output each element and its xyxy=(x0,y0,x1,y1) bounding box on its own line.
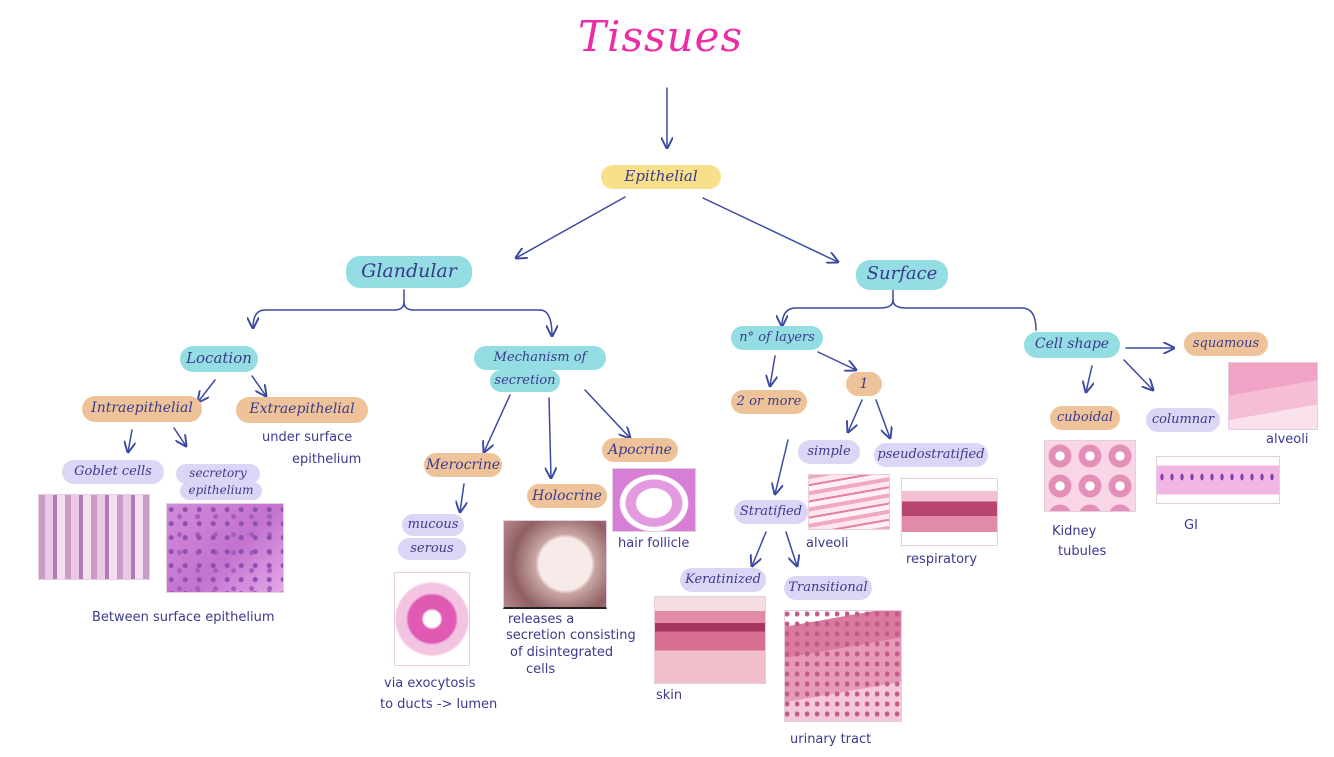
goblet-cells-micrograph xyxy=(38,494,150,580)
node-surface: Surface xyxy=(856,260,948,290)
note-releases-3: of disintegrated xyxy=(510,645,614,660)
note-under-surface-1: under surface xyxy=(262,430,353,445)
note-under-surface-2: epithelium xyxy=(292,452,362,467)
node-layers: n° of layers xyxy=(731,326,823,350)
node-mechanism-line2: secretion xyxy=(490,370,560,392)
secretory-epithelium-micrograph xyxy=(166,503,284,593)
urinary-tract-micrograph xyxy=(784,610,902,722)
node-simple: simple xyxy=(798,440,860,464)
node-holocrine: Holocrine xyxy=(527,484,607,508)
node-columnar: columnar xyxy=(1146,408,1220,432)
serous-gland-micrograph xyxy=(394,572,470,666)
note-between-surface: Between surface epithelium xyxy=(92,610,275,625)
note-alveoli-squamous: alveoli xyxy=(1266,432,1309,447)
kidney-tubules-micrograph xyxy=(1044,440,1136,512)
note-hair-follicle: hair follicle xyxy=(618,536,690,551)
note-kidney-1: Kidney xyxy=(1052,524,1097,539)
node-mechanism-line1: Mechanism of xyxy=(474,346,606,370)
note-urinary-tract: urinary tract xyxy=(790,732,872,747)
node-intraepithelial: Intraepithelial xyxy=(82,396,202,422)
gi-columnar-micrograph xyxy=(1156,456,1280,504)
node-glandular: Glandular xyxy=(346,256,472,288)
note-exocytosis-2: to ducts -> lumen xyxy=(380,697,498,712)
hair-follicle-micrograph xyxy=(612,468,696,532)
node-keratinized: Keratinized xyxy=(680,568,766,592)
node-squamous: squamous xyxy=(1184,332,1268,356)
note-alveoli-simple: alveoli xyxy=(806,536,849,551)
node-two-or-more: 2 or more xyxy=(731,390,807,414)
note-releases-4: cells xyxy=(526,662,556,677)
note-respiratory: respiratory xyxy=(906,552,978,567)
note-releases-2: secretion consisting xyxy=(506,628,636,643)
node-cell-shape: Cell shape xyxy=(1024,332,1120,358)
node-transitional: Transitional xyxy=(784,576,872,600)
node-pseudostratified: pseudostratified xyxy=(874,443,988,467)
node-cuboidal: cuboidal xyxy=(1050,406,1120,430)
node-location: Location xyxy=(180,346,258,372)
node-secretory-line1: secretory xyxy=(176,464,260,484)
node-extraepithelial: Extraepithelial xyxy=(236,397,368,423)
node-merocrine: Merocrine xyxy=(424,453,502,477)
node-serous: serous xyxy=(398,538,466,560)
node-apocrine: Apocrine xyxy=(602,438,678,462)
note-gi: GI xyxy=(1184,518,1198,533)
node-one: 1 xyxy=(846,372,882,396)
skin-micrograph xyxy=(654,596,766,684)
node-goblet-cells: Goblet cells xyxy=(62,460,164,484)
holocrine-micrograph xyxy=(503,520,607,609)
simple-alveoli-micrograph xyxy=(808,474,890,530)
note-exocytosis-1: via exocytosis xyxy=(384,676,476,691)
node-mucous: mucous xyxy=(402,514,464,536)
note-skin: skin xyxy=(656,688,683,703)
node-secretory-line2: epithelium xyxy=(180,482,262,500)
note-releases-1: releases a xyxy=(508,612,575,627)
respiratory-micrograph xyxy=(901,478,998,546)
node-epithelial: Epithelial xyxy=(601,165,721,189)
page-title: Tissues xyxy=(578,12,744,61)
note-kidney-2: tubules xyxy=(1058,544,1107,559)
node-stratified: Stratified xyxy=(734,500,808,524)
squamous-alveoli-micrograph xyxy=(1228,362,1318,430)
